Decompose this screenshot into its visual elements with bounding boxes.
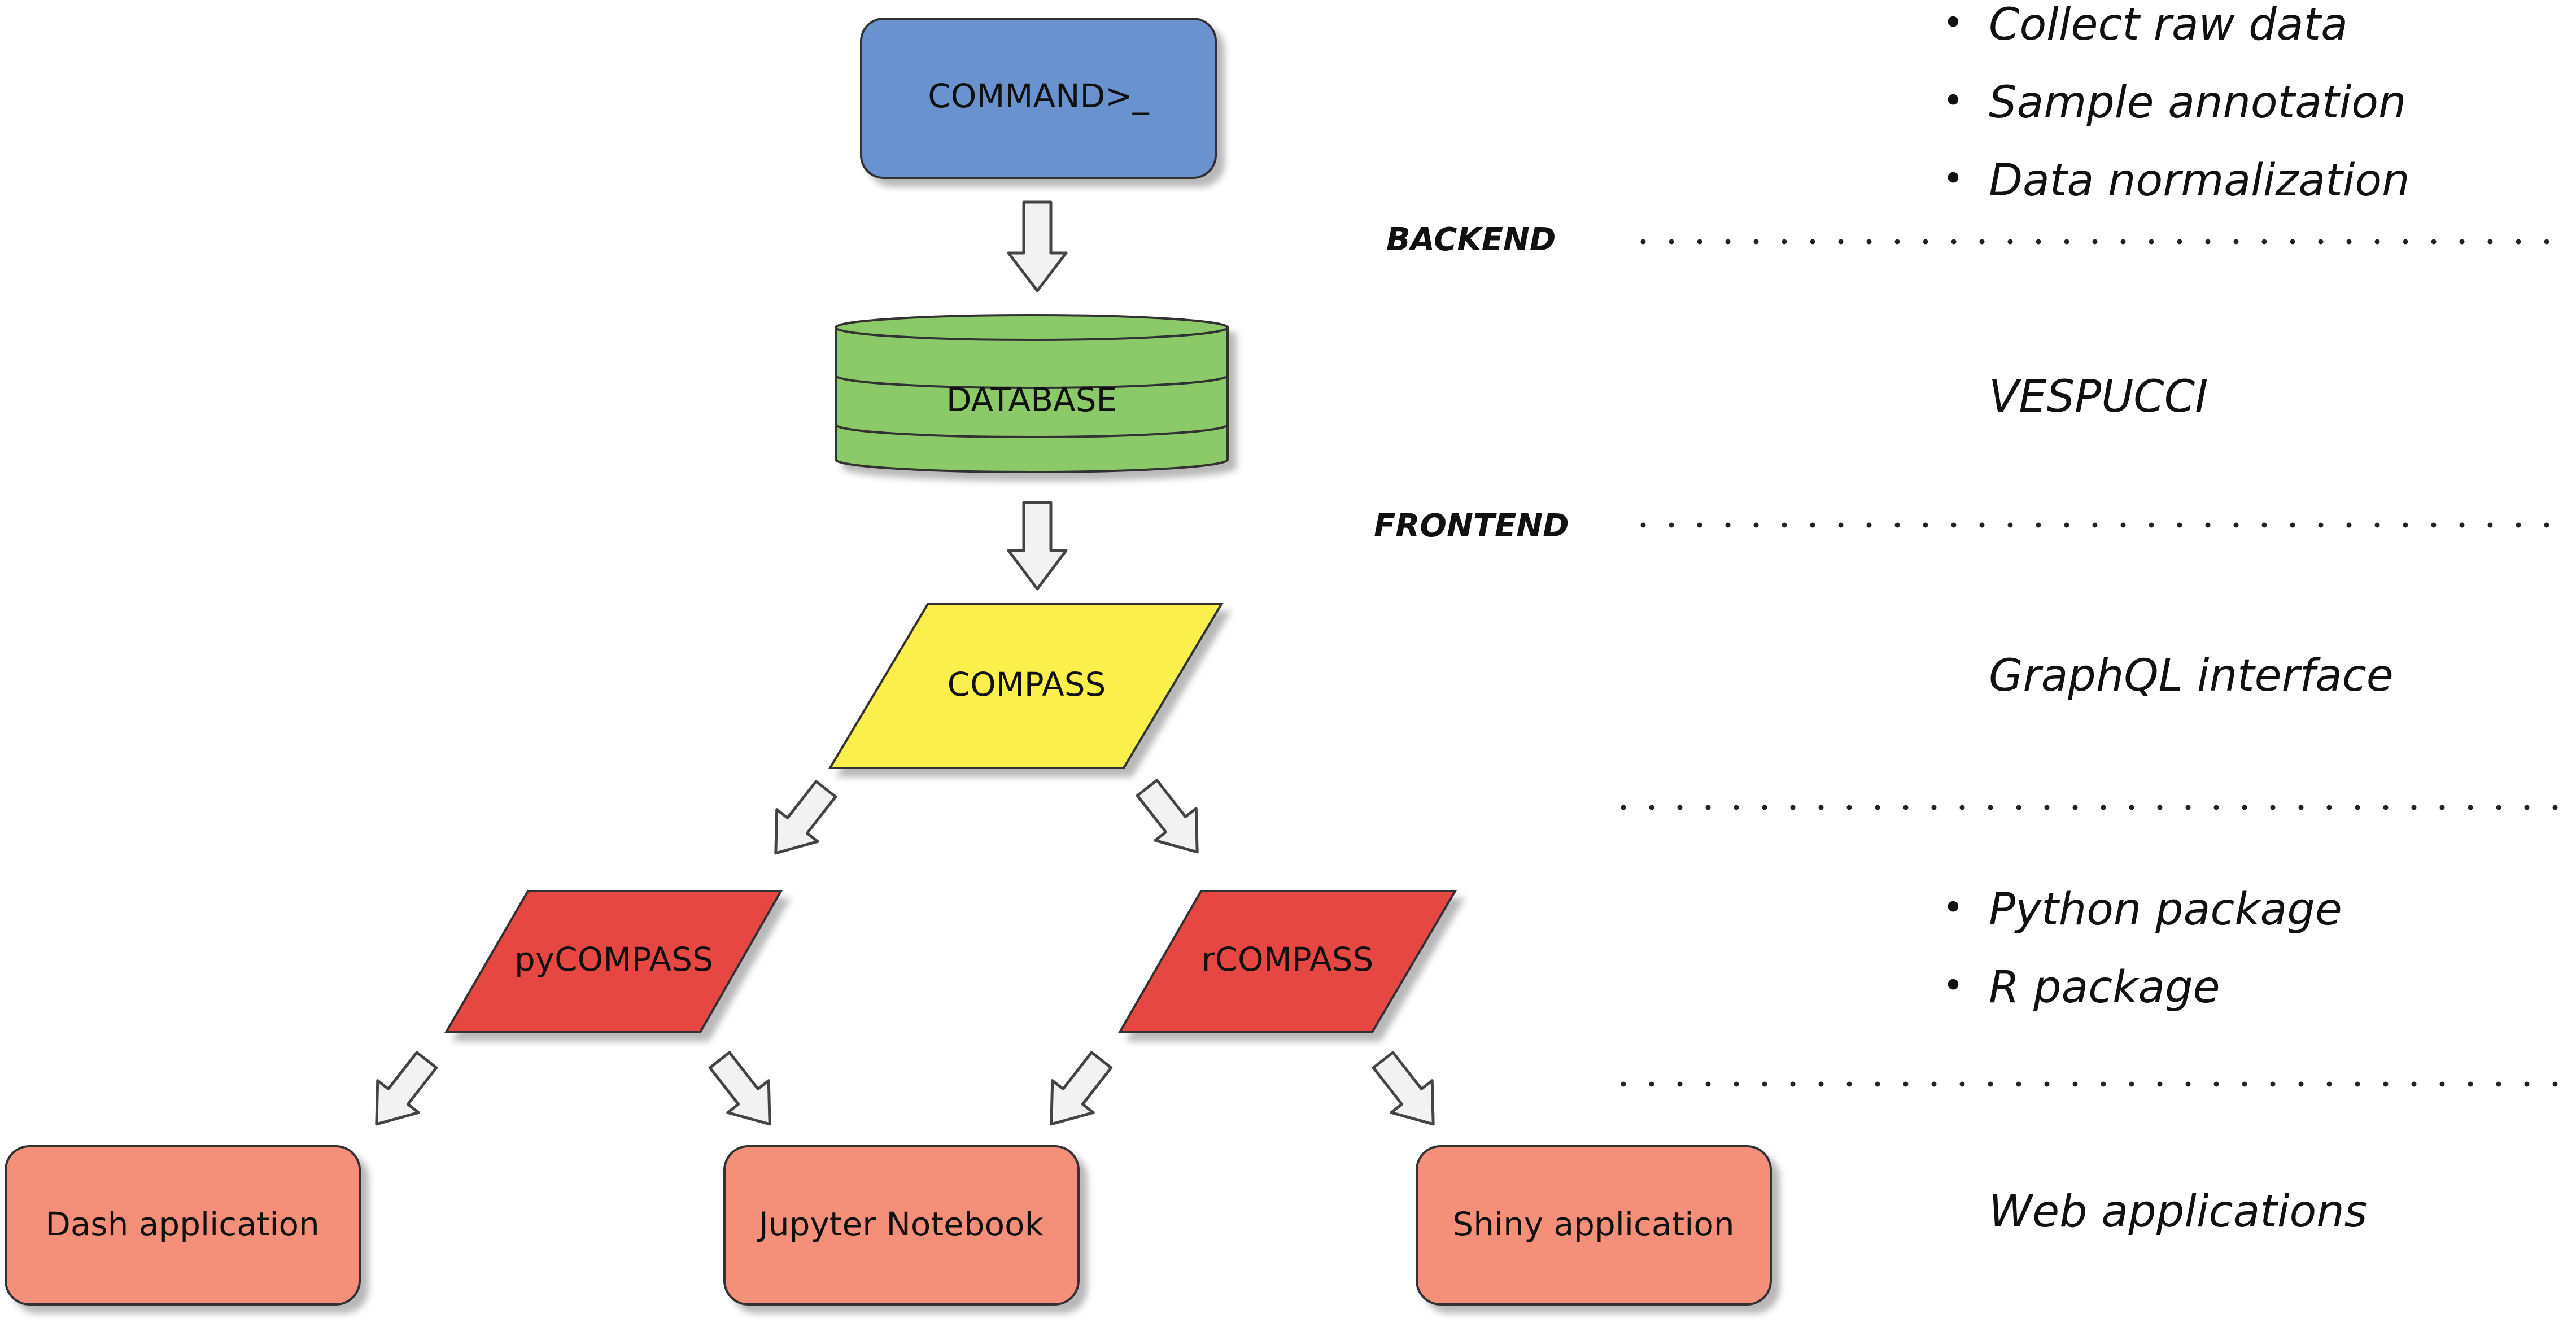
shiny-app-box [1416, 1145, 1772, 1306]
graphql-label: GraphQL interface [1989, 650, 2394, 701]
jupyter-notebook-label: Jupyter Notebook [757, 1205, 1044, 1243]
package-item-1: Python package [1989, 884, 2342, 935]
rcompass-label: rCOMPASS [1202, 940, 1374, 979]
command-label: COMMAND>_ [928, 77, 1150, 115]
vespucci-label: VESPUCCI [1989, 372, 2208, 422]
arrow-pycompass-to-dash [375, 1051, 438, 1126]
command-box [860, 18, 1217, 179]
database-layer-middle [835, 374, 1229, 438]
backend-bullet-1: • [1942, 2, 1964, 44]
frontend-label: FRONTEND [1374, 508, 1569, 544]
package-bullet-2: • [1942, 965, 1964, 1007]
pycompass-label: pyCOMPASS [514, 940, 713, 979]
package-item-2: R package [1989, 962, 2220, 1013]
compass-label: COMPASS [948, 665, 1106, 704]
dash-app-box [5, 1145, 361, 1306]
dash-app-label: Dash application [45, 1205, 320, 1243]
web-apps-label: Web applications [1989, 1186, 2367, 1237]
backend-item-3: Data normalization [1989, 155, 2410, 206]
rcompass-node [1117, 890, 1457, 1033]
arrow-rcompass-to-jupyter [1050, 1051, 1113, 1126]
arrow-pycompass-to-jupyter [708, 1051, 771, 1126]
shiny-app-label: Shiny application [1452, 1205, 1734, 1243]
package-bullet-1: • [1942, 887, 1964, 929]
backend-bullet-3: • [1942, 158, 1964, 200]
backend-bullet-2: • [1942, 80, 1964, 122]
jupyter-notebook-box [723, 1145, 1080, 1306]
pycompass-node [444, 890, 783, 1033]
database-cylinder [835, 314, 1229, 473]
backend-item-1: Collect raw data [1989, 0, 2348, 50]
arrow-command-to-database [1007, 200, 1068, 292]
backend-label: BACKEND [1386, 221, 1556, 258]
arrow-compass-to-rcompass [1136, 779, 1199, 854]
database-top-cap [835, 314, 1229, 341]
arrow-compass-to-pycompass [774, 780, 837, 855]
compass-node [828, 603, 1224, 769]
arrow-database-to-compass [1007, 501, 1068, 591]
database-layer-top [835, 326, 1229, 389]
database-label: DATABASE [946, 381, 1117, 419]
arrow-rcompass-to-shiny [1372, 1051, 1435, 1126]
backend-item-2: Sample annotation [1989, 77, 2406, 128]
